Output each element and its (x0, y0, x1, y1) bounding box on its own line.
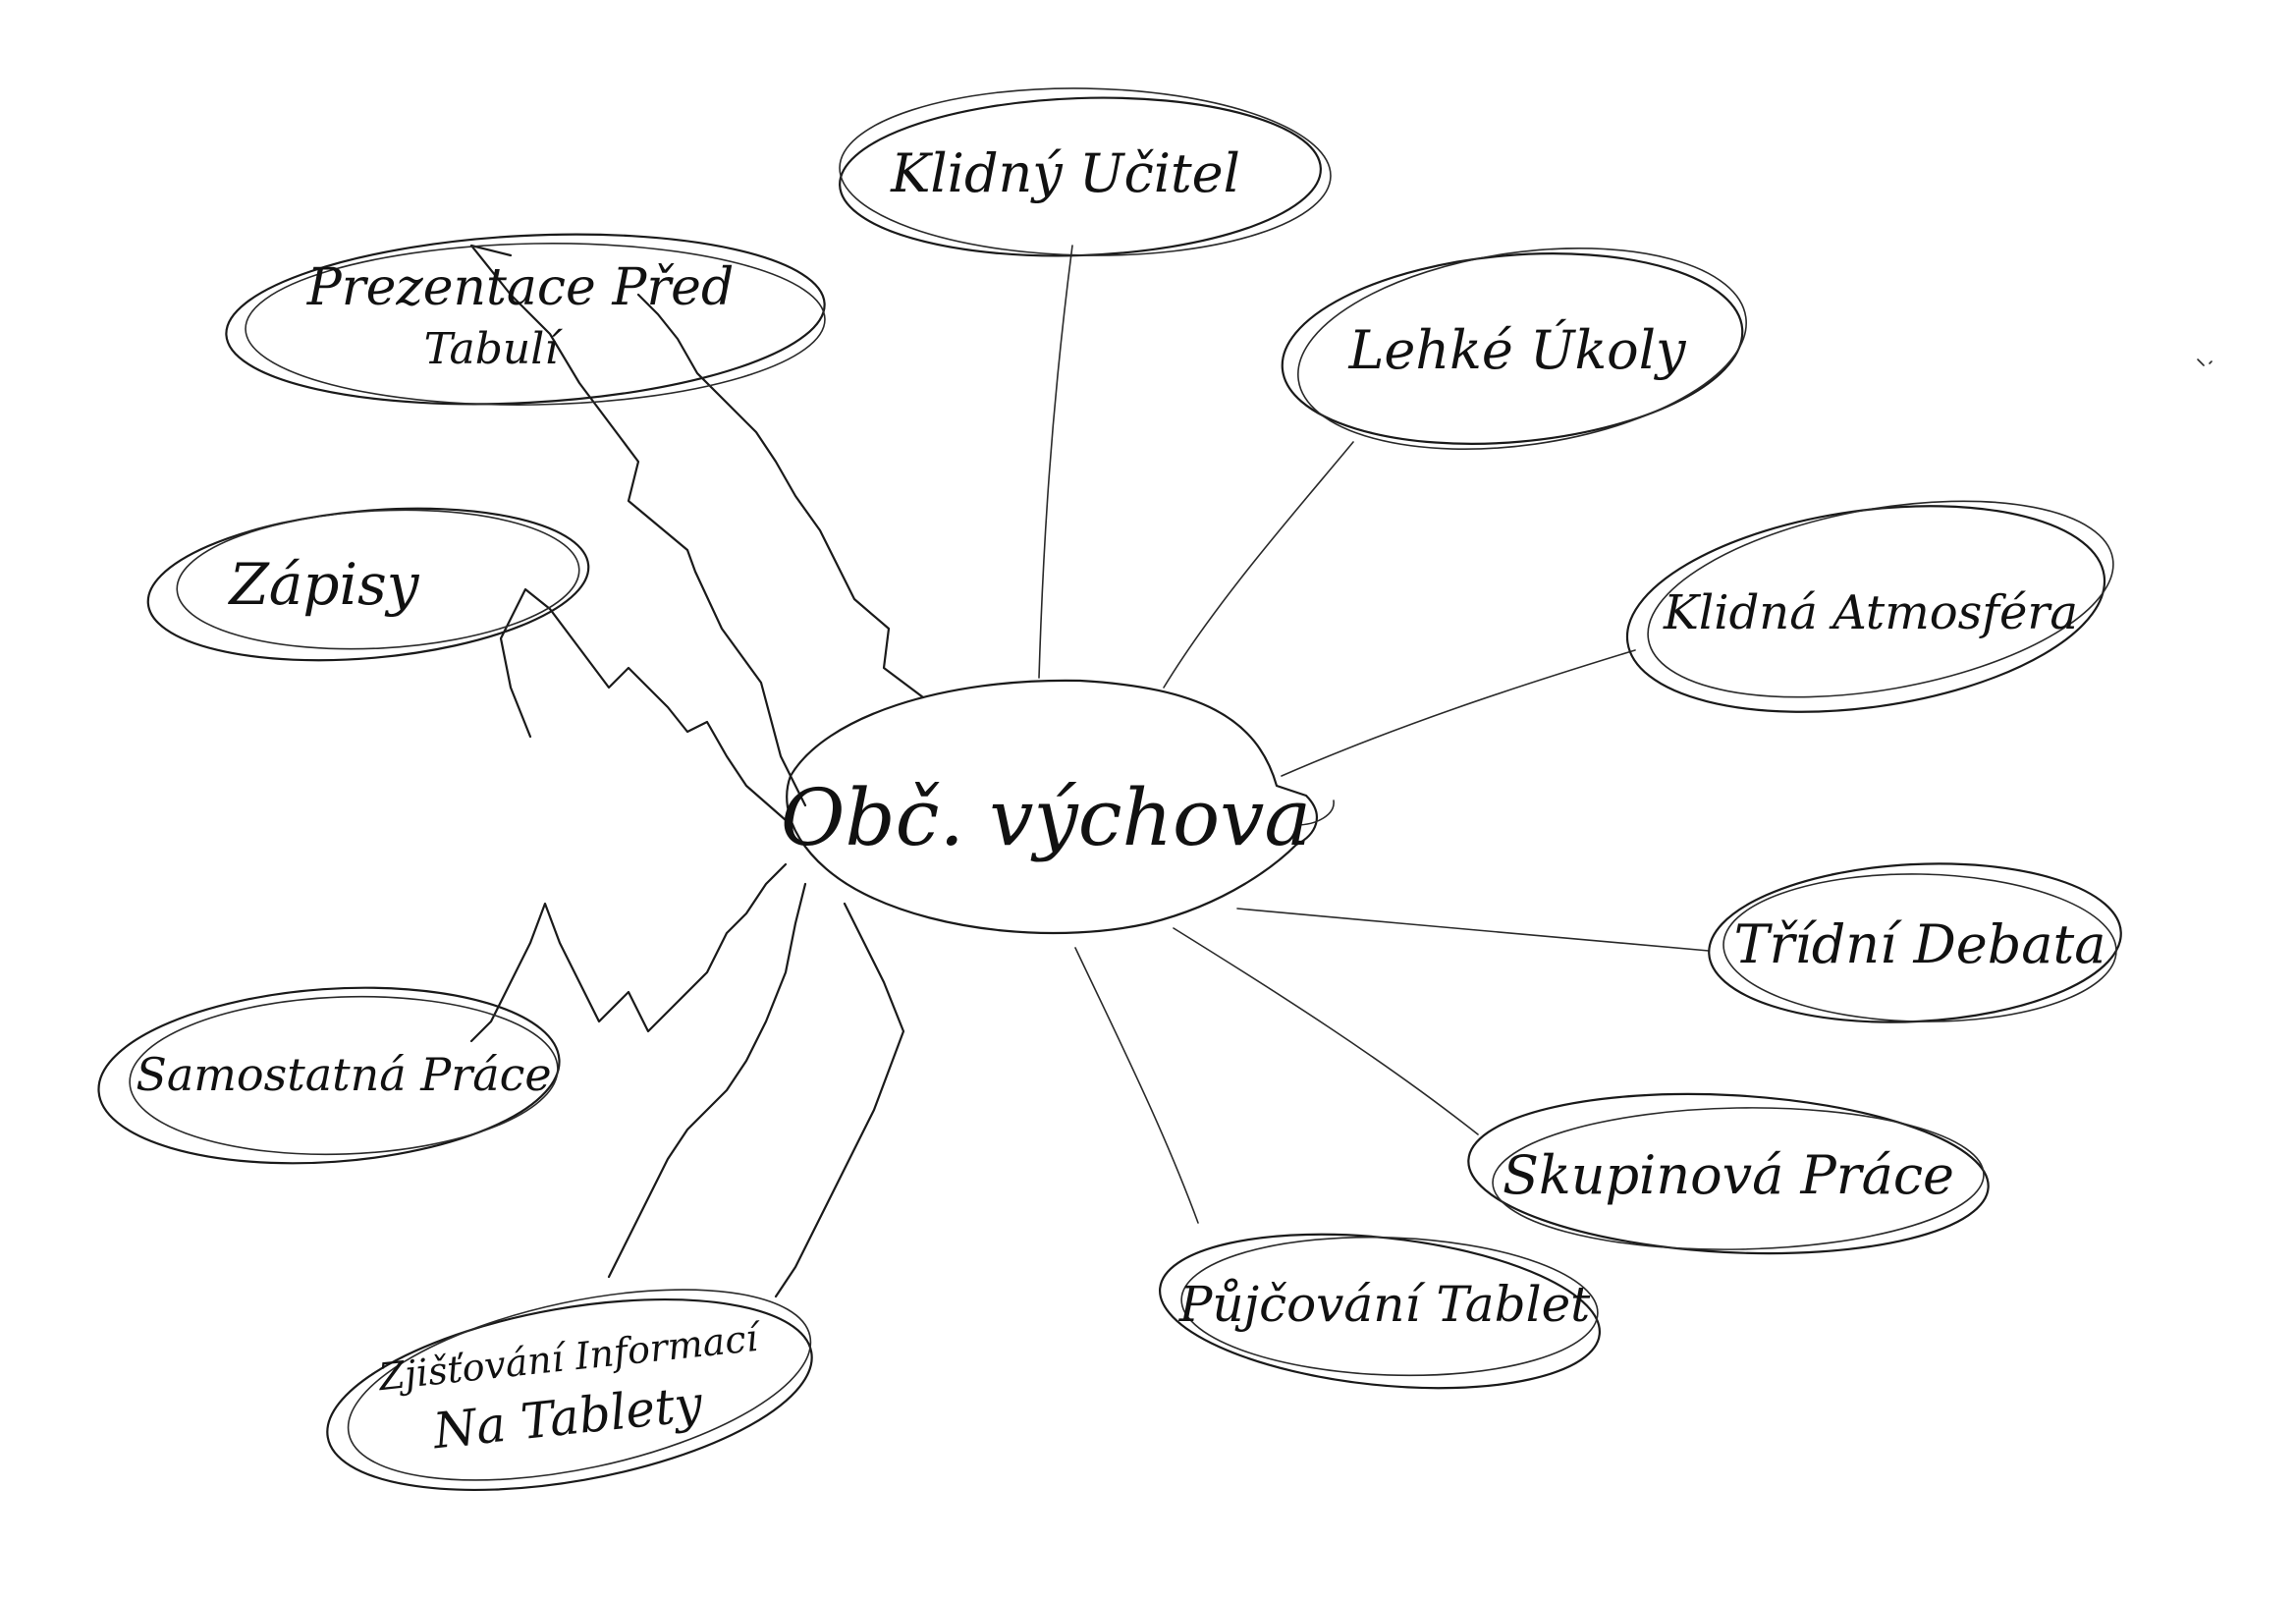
node-outline-inner (129, 995, 559, 1156)
node-pujcovani-tablet: Půjčování Tablet (1158, 1233, 1602, 1390)
node-lehke-ukoly: Lehké Úkoly (1281, 248, 1747, 450)
node-zapisy: Zápisy (146, 507, 590, 662)
node-label: Zápisy (227, 551, 419, 618)
zigzag-prezentace (469, 244, 807, 807)
positive-connectors (1038, 245, 1710, 1224)
connector-skupinova-prace (1173, 927, 1479, 1135)
connector-lehke-ukoly (1163, 441, 1354, 689)
node-outline-inner (347, 1289, 812, 1481)
node-zjistovani-informaci: Zjišťování Informací Na Tablety (326, 1289, 813, 1492)
node-skupinova-prace: Skupinová Práce (1467, 1092, 1990, 1255)
node-prezentace-pred-tabuli: Prezentace Před Tabulí (225, 233, 826, 406)
center-node-outline-2 (1295, 800, 1335, 826)
node-label: Třídní Debata (1734, 913, 2106, 975)
node-outline-inner (245, 243, 826, 406)
node-outline-inner (1722, 873, 2117, 1022)
node-outline-inner (839, 87, 1332, 256)
node-outline (225, 233, 826, 406)
node-label: Půjčování Tablet (1178, 1276, 1591, 1333)
node-label: Klidná Atmosféra (1663, 585, 2078, 640)
zigzag-zjistovani-2 (774, 902, 905, 1298)
connector-tridni-debata (1236, 908, 1710, 952)
node-outline-inner (1647, 500, 2114, 698)
negative-connectors (469, 244, 925, 1298)
node-outline-inner (176, 509, 580, 650)
node-klidna-atmosfera: Klidná Atmosféra (1625, 500, 2114, 713)
node-label-line2: Tabulí (424, 324, 564, 374)
connector-pujcovani-tablet (1074, 947, 1199, 1224)
node-label: Lehké Úkoly (1348, 318, 1687, 381)
connector-klidny-ucitel (1038, 245, 1073, 679)
node-tridni-debata: Třídní Debata (1708, 862, 2122, 1023)
node-outline (1625, 505, 2106, 713)
node-outline-inner (1180, 1236, 1599, 1377)
node-outline (1467, 1092, 1990, 1255)
node-klidny-ucitel: Klidný Učitel (839, 87, 1332, 257)
center-label: Obč. výchova (781, 772, 1311, 863)
node-outline (1281, 252, 1744, 445)
center-node-outline (786, 679, 1318, 935)
zigzag-samostatna (469, 862, 788, 1043)
node-label-line1: Zjišťování Informací (376, 1315, 765, 1399)
center-node: Obč. výchova (781, 679, 1335, 935)
node-label: Samostatná Práce (136, 1048, 551, 1101)
zigzag-zapisy (499, 587, 788, 822)
connector-klidna-atmosfera (1281, 649, 1636, 777)
stray-mark (2197, 359, 2213, 366)
zigzag-zjistovani (607, 882, 807, 1279)
node-label: Skupinová Práce (1503, 1144, 1954, 1206)
node-outline (326, 1297, 813, 1492)
zigzag-prezentace-2 (636, 293, 925, 699)
node-outline-inner (1492, 1107, 1985, 1250)
node-samostatna-prace: Samostatná Práce (97, 986, 561, 1165)
node-outline (97, 986, 561, 1165)
node-label: Klidný Učitel (890, 142, 1240, 204)
node-outline-inner (1297, 248, 1747, 450)
node-label-line1: Prezentace Před (306, 258, 735, 317)
